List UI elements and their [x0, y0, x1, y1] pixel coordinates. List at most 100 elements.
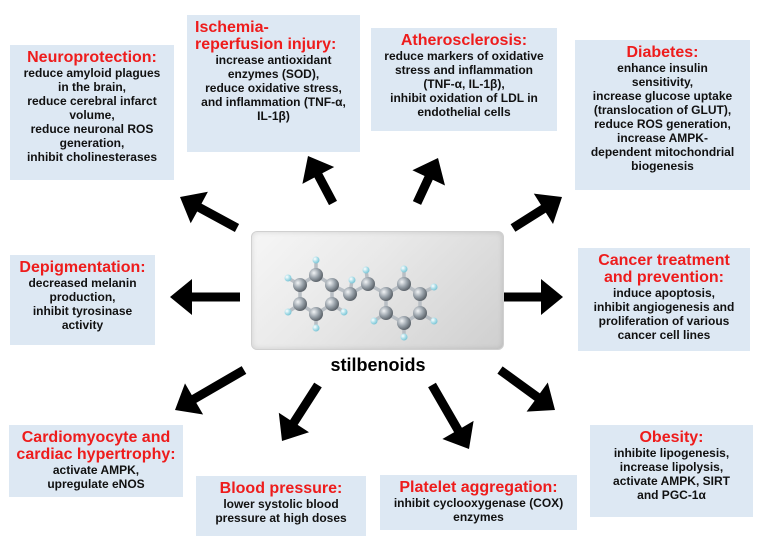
text-line: reduce oxidative stress,: [205, 81, 342, 95]
platelet-box: Platelet aggregation: inhibit cyclooxyge…: [380, 475, 577, 530]
text-line: activate AMPK,: [52, 463, 140, 477]
diabetes-title: Diabetes:: [626, 44, 699, 61]
cardiomyocyte-box: Cardiomyocyte and cardiac hypertrophy: a…: [9, 425, 183, 497]
text-line: and inflammation (TNF-α,: [201, 95, 346, 109]
stilbene-molecule-icon: [284, 256, 438, 341]
arrow-to-platelet: [428, 382, 474, 449]
center-label: stilbenoids: [330, 355, 426, 375]
diabetes-text: enhance insulin sensitivity, increase gl…: [581, 61, 744, 173]
text-line: reduce amyloid plagues: [23, 66, 161, 80]
text-line: IL-1β): [257, 109, 290, 123]
arrow-to-neuroprotection: [180, 191, 240, 232]
carbon-atom: [293, 278, 307, 292]
arrow-to-cardiomyocyte: [175, 366, 247, 415]
text-line: inhibit oxidation of LDL in: [390, 91, 538, 105]
hydrogen-atom: [400, 265, 408, 273]
text-line: pressure at high doses: [215, 511, 347, 525]
hydrogen-atom: [284, 308, 292, 316]
carbon-atom: [293, 297, 307, 311]
text-line: inhibit tyrosinase: [32, 304, 133, 318]
carbon-atom: [343, 287, 357, 301]
text-line: inhibite lipogenesis,: [613, 446, 730, 460]
text-line: inhibit cholinesterases: [26, 150, 158, 164]
hydrogen-atom: [312, 324, 320, 332]
arrow-to-blood-pressure: [278, 382, 322, 441]
text-line: sensitivity,: [631, 75, 694, 89]
hydrogen-atom: [430, 283, 438, 291]
ischemia-text: increase antioxidant enzymes (SOD), redu…: [193, 53, 354, 123]
text-line: reduce neuronal ROS: [30, 122, 154, 136]
atherosclerosis-text: reduce markers of oxidative stress and i…: [377, 49, 551, 119]
blood-pressure-box: Blood pressure: lower systolic blood pre…: [196, 476, 366, 536]
text-line: induce apoptosis,: [612, 286, 715, 300]
cancer-box: Cancer treatment and prevention: induce …: [578, 248, 750, 351]
hydrogen-atom: [362, 266, 370, 274]
cardiomyocyte-text: activate AMPK, upregulate eNOS: [15, 463, 177, 491]
text-line: biogenesis: [631, 159, 694, 173]
carbon-atom: [379, 287, 393, 301]
depigmentation-box: Depigmentation: decreased melanin produc…: [10, 255, 155, 345]
hydrogen-atom: [312, 256, 320, 264]
text-line: proliferation of various: [598, 314, 730, 328]
arrow-to-cancer: [495, 279, 563, 315]
arrow-to-atherosclerosis: [412, 158, 445, 205]
hydrogen-atom: [284, 274, 292, 282]
atherosclerosis-box: Atherosclerosis: reduce markers of oxida…: [371, 28, 557, 131]
text-line: generation,: [59, 136, 125, 150]
hydrogen-atom: [370, 317, 378, 325]
text-line: enzymes: [453, 510, 504, 524]
carbon-atom: [413, 287, 427, 301]
arrow-to-ischemia: [302, 156, 337, 206]
text-line: increase AMPK-: [617, 131, 708, 145]
carbon-atom: [397, 277, 411, 291]
hydrogen-atom: [340, 308, 348, 316]
carbon-atom: [413, 306, 427, 320]
text-line: reduce cerebral infarct: [27, 94, 157, 108]
arrow-to-depigmentation: [170, 279, 240, 315]
text-line: reduce markers of oxidative: [384, 49, 544, 63]
text-line: stress and inflammation: [394, 63, 534, 77]
carbon-atom: [325, 278, 339, 292]
cancer-text: induce apoptosis, inhibit angiogenesis a…: [584, 286, 744, 342]
carbon-atom: [397, 316, 411, 330]
obesity-text: inhibite lipogenesis, increase lipolysis…: [596, 446, 747, 502]
text-line: endothelial cells: [417, 105, 511, 119]
carbon-atom: [379, 306, 393, 320]
text-line: increase glucose uptake: [592, 89, 733, 103]
text-line: decreased melanin: [28, 276, 137, 290]
obesity-box: Obesity: inhibite lipogenesis, increase …: [590, 425, 753, 517]
ischemia-title: Ischemia-reperfusion injury:: [195, 19, 337, 53]
neuroprotection-title: Neuroprotection:: [27, 49, 157, 66]
text-line: upregulate eNOS: [47, 477, 145, 491]
arrow-to-obesity: [497, 366, 555, 412]
hydrogen-atom: [430, 317, 438, 325]
text-line: dependent mitochondrial: [590, 145, 735, 159]
text-line: cancer cell lines: [617, 328, 711, 342]
carbon-atom: [361, 277, 375, 291]
atherosclerosis-title: Atherosclerosis:: [400, 32, 528, 49]
cardiomyocyte-title: Cardiomyocyte and cardiac hypertrophy:: [16, 429, 176, 463]
text-line: activity: [61, 318, 104, 332]
depigmentation-text: decreased melanin production, inhibit ty…: [16, 276, 149, 332]
platelet-title: Platelet aggregation:: [399, 479, 558, 496]
text-line: enhance insulin: [617, 61, 708, 75]
cancer-title: Cancer treatment and prevention:: [598, 252, 730, 286]
neuroprotection-text: reduce amyloid plagues in the brain, red…: [16, 66, 168, 164]
carbon-atom: [325, 297, 339, 311]
text-line: volume,: [69, 108, 115, 122]
text-line: (TNF-α, IL-1β),: [423, 77, 505, 91]
text-line: and PGC-1α: [637, 488, 706, 502]
text-line: (translocation of GLUT),: [593, 103, 732, 117]
blood-pressure-text: lower systolic blood pressure at high do…: [202, 497, 360, 525]
hydrogen-atom: [400, 333, 408, 341]
text-line: production,: [49, 290, 116, 304]
arrow-to-diabetes: [510, 193, 562, 232]
depigmentation-title: Depigmentation:: [19, 259, 146, 276]
ischemia-box: Ischemia-reperfusion injury: increase an…: [187, 15, 360, 152]
text-line: in the brain,: [57, 80, 126, 94]
platelet-text: inhibit cyclooxygenase (COX) enzymes: [386, 496, 571, 524]
text-line: lower systolic blood: [223, 497, 339, 511]
text-line: reduce ROS generation,: [594, 117, 731, 131]
text-line: inhibit cyclooxygenase (COX): [393, 496, 564, 510]
